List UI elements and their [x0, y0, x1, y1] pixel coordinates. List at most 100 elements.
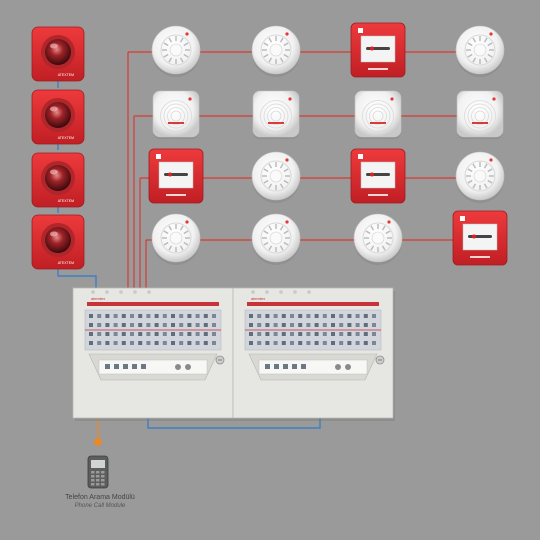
- detector-vent: [279, 37, 284, 43]
- detector-vent: [168, 37, 173, 43]
- detector-vent: [283, 241, 289, 246]
- detector-vent: [385, 230, 391, 235]
- detector-inner-ring: [260, 34, 292, 66]
- detector-vent: [283, 179, 289, 184]
- zone-led: [105, 332, 110, 336]
- cable-knockout: [91, 290, 95, 294]
- zone-led: [314, 341, 319, 345]
- detector-ring: [464, 100, 496, 132]
- detector-vent: [467, 168, 473, 173]
- zone-led: [331, 332, 335, 336]
- detector-led: [285, 32, 289, 36]
- lens-highlight: [50, 169, 58, 175]
- zone-led: [212, 332, 216, 336]
- detector-vent: [183, 230, 189, 235]
- detector-label: [370, 122, 386, 124]
- zone-led: [121, 314, 126, 318]
- zone-led: [298, 341, 303, 345]
- zone-led: [187, 332, 192, 336]
- detector-vent: [179, 245, 184, 251]
- detector-ring: [467, 103, 493, 129]
- zone-led: [171, 332, 175, 336]
- smoke-detector-icon: [455, 25, 505, 77]
- manual-call-point-icon: [452, 210, 508, 266]
- detector-vent: [163, 42, 169, 47]
- panel-cabinet: [72, 287, 234, 419]
- zone-led: [138, 323, 143, 327]
- detector-vent: [263, 168, 269, 173]
- call-point-dot: [370, 172, 374, 177]
- detector-vent: [370, 225, 375, 231]
- detector-vent: [268, 163, 273, 169]
- call-point-element: [366, 173, 390, 176]
- call-point-dot: [370, 46, 374, 51]
- heat-detector-icon: [456, 90, 504, 139]
- detector-vent: [381, 225, 386, 231]
- zone-led: [146, 341, 151, 345]
- zone-led: [154, 332, 159, 336]
- zone-led: [363, 341, 368, 345]
- zone-led: [322, 314, 327, 318]
- detector-vent: [472, 163, 477, 169]
- lens-highlight: [50, 231, 58, 237]
- cable-knockout: [279, 290, 283, 294]
- detector-vent: [483, 163, 488, 169]
- call-point-dot: [472, 234, 476, 239]
- detector-vent: [263, 230, 269, 235]
- detector-vent: [168, 245, 173, 251]
- zone-led: [306, 341, 311, 345]
- zone-led: [130, 323, 134, 327]
- panel-red-stripe: [87, 302, 219, 306]
- call-point-brand: [470, 256, 490, 258]
- zone-led: [314, 314, 319, 318]
- cable-knockout: [147, 290, 151, 294]
- control-indicator: [175, 364, 181, 370]
- detector-vent: [268, 225, 273, 231]
- detector-ring: [365, 103, 391, 129]
- smoke-detector-icon: [151, 25, 201, 77]
- detector-vent: [183, 53, 189, 58]
- zone-led: [322, 323, 327, 327]
- control-button: [105, 364, 110, 369]
- fire-alarm-control-panel: atemtex: [232, 287, 395, 421]
- zone-led: [97, 341, 102, 345]
- zone-led: [347, 323, 352, 327]
- zone-led: [89, 323, 93, 327]
- zone-led: [212, 314, 216, 318]
- detector-vent: [268, 57, 273, 63]
- detector-inner-ring: [362, 222, 394, 254]
- zone-led: [265, 332, 270, 336]
- detector-ring: [163, 103, 189, 129]
- control-button: [114, 364, 119, 369]
- zone-led: [298, 332, 303, 336]
- control-button: [301, 364, 306, 369]
- detector-vent: [279, 245, 284, 251]
- detector-center: [473, 43, 487, 57]
- zone-led: [146, 332, 151, 336]
- zone-led: [355, 314, 360, 318]
- zone-led: [281, 314, 286, 318]
- detector-vent: [279, 183, 284, 189]
- cable-knockout: [307, 290, 311, 294]
- phone-key: [96, 483, 100, 486]
- zone-led: [203, 314, 208, 318]
- detector-vent: [268, 183, 273, 189]
- zone-led: [89, 314, 93, 318]
- zone-led: [355, 341, 360, 345]
- detector-label: [472, 122, 488, 124]
- zone-led: [113, 323, 118, 327]
- cable-knockout: [119, 290, 123, 294]
- zone-led: [257, 341, 262, 345]
- zone-led: [339, 323, 344, 327]
- detector-vent: [483, 37, 488, 43]
- detector-body: [152, 90, 200, 138]
- sounder-lens: [45, 102, 71, 128]
- zone-led: [146, 314, 151, 318]
- detector-ring: [474, 110, 486, 122]
- zone-led: [331, 314, 335, 318]
- zone-led: [203, 332, 208, 336]
- detector-ring: [471, 107, 489, 125]
- heat-detector-icon: [354, 90, 402, 139]
- detector-vent: [283, 42, 289, 47]
- detector-vent: [163, 53, 169, 58]
